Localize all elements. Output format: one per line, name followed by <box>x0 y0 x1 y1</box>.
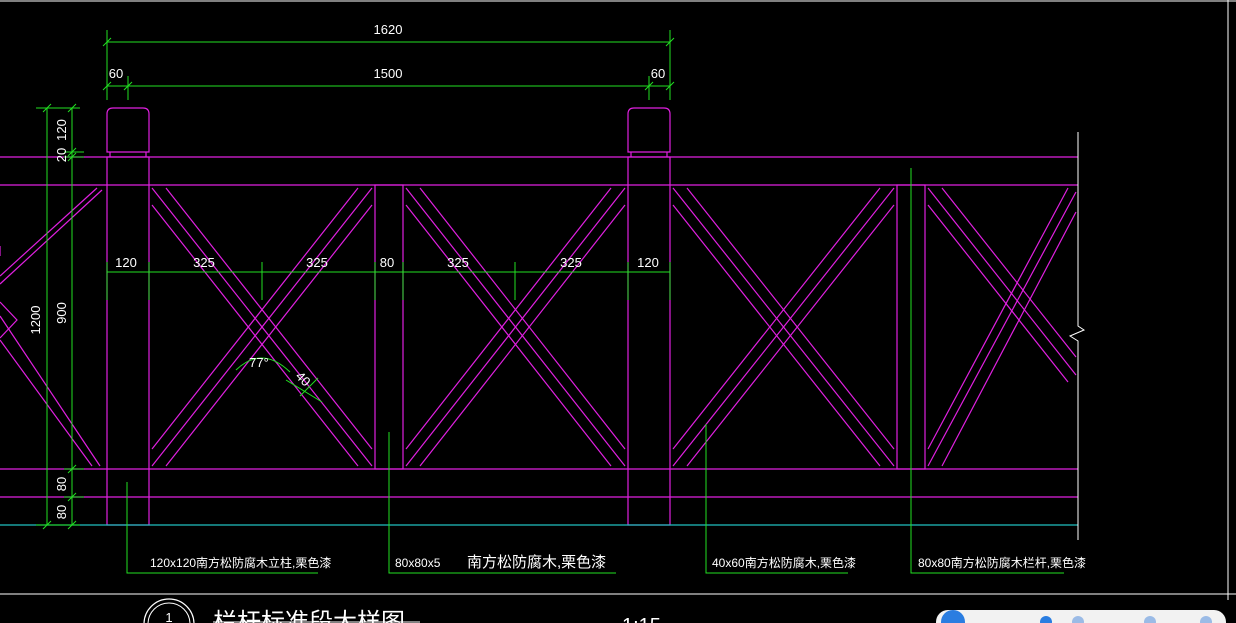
dim-post-right: 60 <box>651 66 665 81</box>
title-block: 1 栏杆标准段大样图 1:15 <box>143 598 661 623</box>
drawing-title: 栏杆标准段大样图 <box>213 609 405 623</box>
dim-panel-b1: 325 <box>447 255 469 270</box>
dimension-lines <box>36 30 1064 574</box>
dim-height-rail: 80 <box>54 477 69 491</box>
dim-overall: 1620 <box>374 22 403 37</box>
note-brace: 40x60南方松防腐木,栗色漆 <box>712 555 856 570</box>
dim-post-width-right: 120 <box>637 255 659 270</box>
dim-angle: 77° <box>249 355 269 370</box>
dim-height-panel: 900 <box>54 302 69 324</box>
dim-height-total: 1200 <box>28 306 43 335</box>
app-badge-icon[interactable] <box>936 610 1226 623</box>
dim-panel-b2: 325 <box>560 255 582 270</box>
note-mid-post: 80x80x5 <box>395 556 441 570</box>
break-line-icon <box>1068 132 1086 540</box>
dim-height-cap: 120 <box>54 119 69 141</box>
dim-clear-span: 1500 <box>374 66 403 81</box>
title-number: 1 <box>165 610 172 623</box>
drawing-scale: 1:15 <box>622 615 661 623</box>
dim-height-gap: 20 <box>54 148 69 162</box>
note-rail: 80x80南方松防腐木栏杆,栗色漆 <box>918 555 1086 570</box>
dim-height-base: 80 <box>54 505 69 519</box>
dimension-texts: 1620 60 1500 60 120 325 325 80 325 325 1… <box>28 22 665 519</box>
title-number-circle <box>143 598 195 623</box>
note-mid-post-material: 南方松防腐木,栗色漆 <box>467 553 606 571</box>
drawing-frame <box>0 0 1236 600</box>
dim-panel-a1: 325 <box>193 255 215 270</box>
post-cap-right <box>627 107 671 153</box>
dim-post-width-left: 120 <box>115 255 137 270</box>
dim-post-left: 60 <box>109 66 123 81</box>
note-post: 120x120南方松防腐木立柱,栗色漆 <box>150 555 331 570</box>
dim-mid-post: 80 <box>380 255 394 270</box>
material-notes: 120x120南方松防腐木立柱,栗色漆 80x80x5 南方松防腐木,栗色漆 4… <box>150 553 1086 571</box>
post-cap-left <box>106 107 150 153</box>
dim-panel-a2: 325 <box>306 255 328 270</box>
